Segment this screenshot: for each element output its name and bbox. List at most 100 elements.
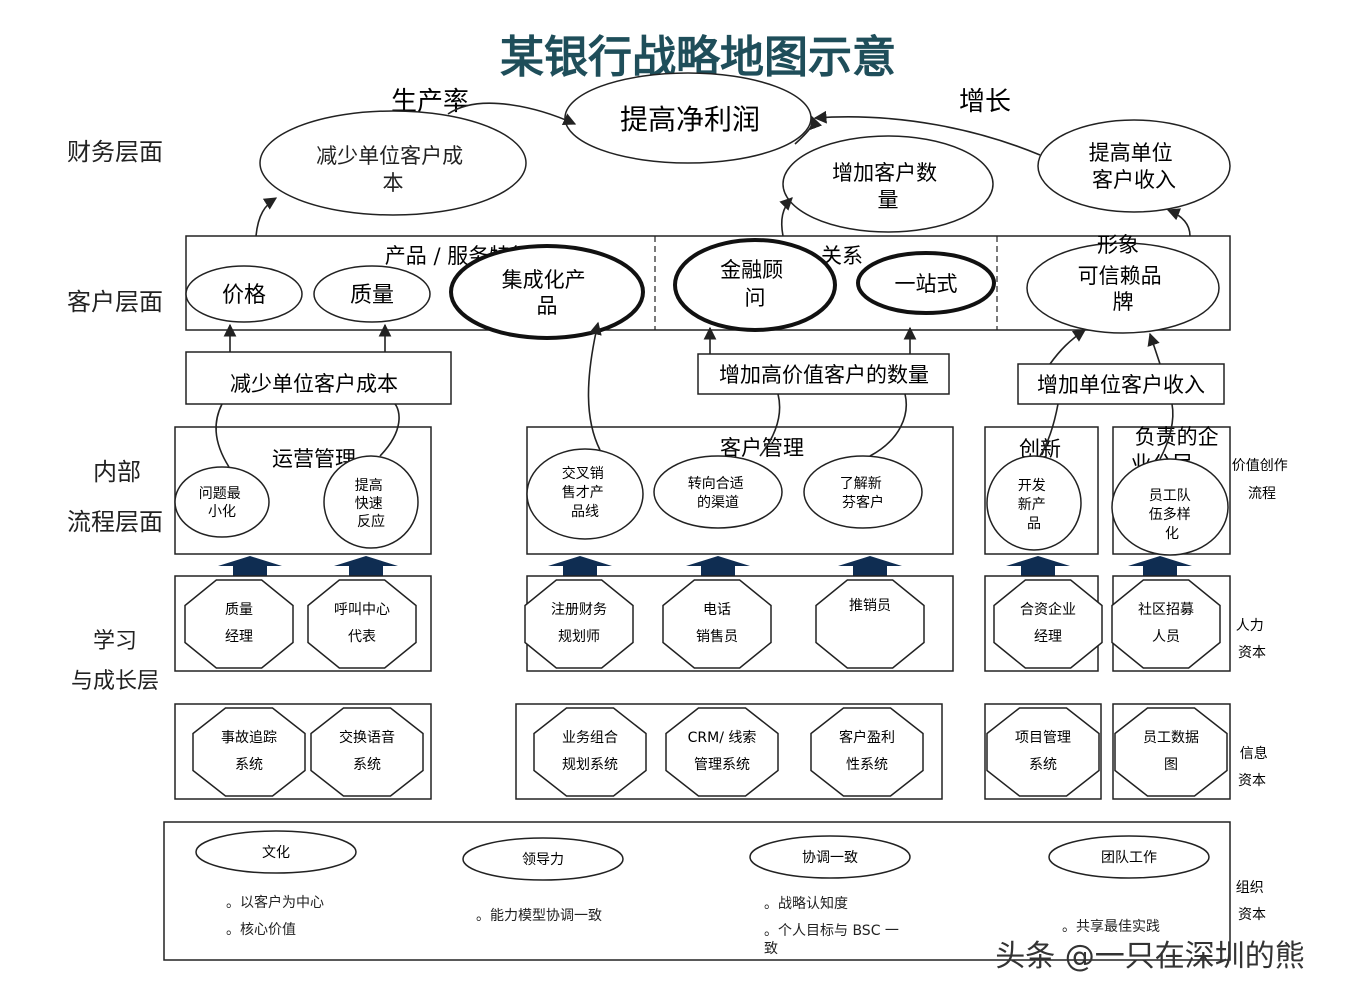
human-capital-label-1: 质量经理 (225, 602, 253, 645)
info-capital-label-7: 员工数据图 (1143, 730, 1199, 773)
one-stop-label: 一站式 (895, 272, 958, 296)
layer-label-internal-1: 内部 (93, 458, 141, 486)
quality-label: 质量 (350, 283, 394, 308)
teamwork-ellipse (1048, 835, 1210, 879)
info-capital-label-2: 交换语音系统 (339, 729, 395, 773)
leadership-point-1: 。能力模型协调一致 (476, 908, 602, 924)
curve-channel-to-theme (759, 393, 781, 457)
info-capital-label-3: 业务组合规划系统 (562, 730, 618, 773)
layer-label-customer: 客户层面 (67, 288, 163, 316)
alignment-ellipse (749, 835, 911, 879)
increase-customers-label: 增加客户数 量 (832, 161, 944, 212)
culture-label: 文化 (262, 845, 290, 861)
human-capital-octagon-4 (662, 579, 772, 669)
human-capital-octagon-7 (1111, 579, 1221, 669)
reduce-cost-ellipse (259, 110, 527, 216)
brand-label: 可信赖品 牌 (1078, 264, 1169, 314)
increase-customers-ellipse (782, 135, 994, 233)
price-label: 价格 (222, 283, 266, 308)
human-capital-octagon-2 (307, 579, 417, 669)
leadership-ellipse (462, 837, 624, 881)
alignment-label: 协调一致 (802, 850, 858, 866)
info-capital-octagon-4 (665, 707, 779, 797)
info-capital-label-4: CRM/ 线索管理系统 (688, 729, 757, 773)
block-arrow-2 (334, 556, 398, 576)
reduce-cost-label: 减少单位客户成 本 (316, 144, 470, 195)
theme-reduce-cost-label: 减少单位客户成本 (230, 372, 398, 396)
info-capital-octagon-7 (1114, 707, 1228, 797)
increase-revenue-label: 提高单位 客户收入 (1089, 141, 1180, 192)
alignment-point-1: 。战略认知度 (764, 895, 848, 912)
problem-min-ellipse (174, 466, 270, 538)
net-profit-label: 提高净利润 (620, 103, 760, 136)
theme-high-value-box (697, 353, 950, 395)
culture-point-2: 。核心价值 (226, 922, 296, 938)
alignment-point-3: 致 (764, 941, 778, 957)
price-ellipse (185, 265, 303, 323)
arrow-customer-to-customers (779, 197, 793, 237)
teamwork-label: 团队工作 (1101, 850, 1157, 866)
curve-diversity-to-theme (1159, 403, 1174, 460)
info-capital-label-6: 项目管理系统 (1015, 730, 1071, 773)
layer-label-internal-2: 流程层面 (67, 508, 163, 536)
info-capital-octagon-3 (533, 707, 647, 797)
layer-label-learning-1: 学习 (93, 629, 137, 654)
block-arrow-3 (548, 556, 612, 576)
info-capital-label: 信息 资本 (1238, 745, 1272, 789)
problem-min-label: 问题最 小化 (199, 486, 245, 520)
theme-revenue-box (1017, 363, 1225, 405)
human-capital-octagon-3 (524, 579, 634, 669)
alignment-point-2: 。个人目标与 BSC 一 (764, 923, 899, 939)
curve-crosssell-to-integrated (587, 321, 602, 451)
quality-ellipse (313, 265, 431, 323)
layer-label-finance: 财务层面 (67, 138, 163, 166)
arrow-theme-to-brand-2 (1147, 332, 1161, 365)
financial-advisor-label: 金融顾 问 (720, 258, 790, 310)
one-stop-ellipse (856, 251, 996, 315)
info-capital-octagon-6 (986, 707, 1100, 797)
value-creation-label: 价值创作 流程 (1232, 458, 1292, 502)
human-capital-octagon-1 (184, 579, 294, 669)
human-capital-label-5: 推销员 (849, 598, 891, 614)
brand-ellipse (1026, 242, 1220, 334)
arrow-cost-to-profit (447, 102, 577, 126)
theme-high-value-label: 增加高价值客户的数量 (719, 363, 929, 387)
human-capital-octagon-5 (815, 579, 925, 669)
image-header: 形象 (1097, 233, 1139, 257)
customer-mgmt-label: 客户管理 (720, 436, 804, 460)
info-capital-octagon-5 (810, 707, 924, 797)
leadership-label: 领导力 (522, 852, 564, 868)
info-capital-octagon-2 (310, 707, 424, 797)
new-customer-ellipse (803, 455, 923, 529)
org-capital-label: 组织 资本 (1236, 880, 1268, 923)
human-capital-label: 人力 资本 (1236, 618, 1268, 661)
block-arrows (218, 556, 1192, 576)
arrow-revenue-to-profit (813, 110, 1041, 156)
diversity-ellipse (1111, 458, 1229, 556)
human-capital-label-7: 社区招募人员 (1138, 602, 1194, 645)
human-capital-label-3: 注册财务规划师 (551, 602, 607, 645)
increase-revenue-ellipse (1037, 119, 1231, 213)
arrow-customers-to-profit (794, 115, 823, 145)
fast-response-ellipse (323, 455, 419, 549)
block-arrow-7 (1128, 556, 1192, 576)
human-capital-label-6: 合资企业经理 (1020, 601, 1076, 645)
diversity-label: 员工队 伍多样 化 (1149, 488, 1195, 542)
curve-newproduct-to-theme (1039, 403, 1059, 457)
financial-advisor-ellipse (673, 238, 837, 332)
fast-response-label: 提高 快速 反应 (355, 477, 387, 530)
teamwork-point-1: 。共享最佳实践 (1062, 918, 1160, 935)
arrow-customer-to-revenue (1166, 208, 1191, 237)
channel-ellipse (653, 455, 783, 529)
integrated-product-label: 集成化产 品 (502, 268, 593, 318)
new-customer-label: 了解新 芬客户 (840, 476, 886, 511)
info-capital-label-1: 事故追踪系统 (221, 730, 277, 773)
layer-label-learning-2: 与成长层 (71, 669, 159, 694)
block-arrow-5 (838, 556, 902, 576)
theme-reduce-cost-box (185, 351, 452, 405)
info-capital-octagon-1 (192, 707, 306, 797)
cross-sell-label: 交叉销 售才产 品线 (562, 465, 608, 520)
arrow-customer-to-cost (255, 197, 278, 237)
finance-growth-label: 增长 (959, 87, 1011, 117)
